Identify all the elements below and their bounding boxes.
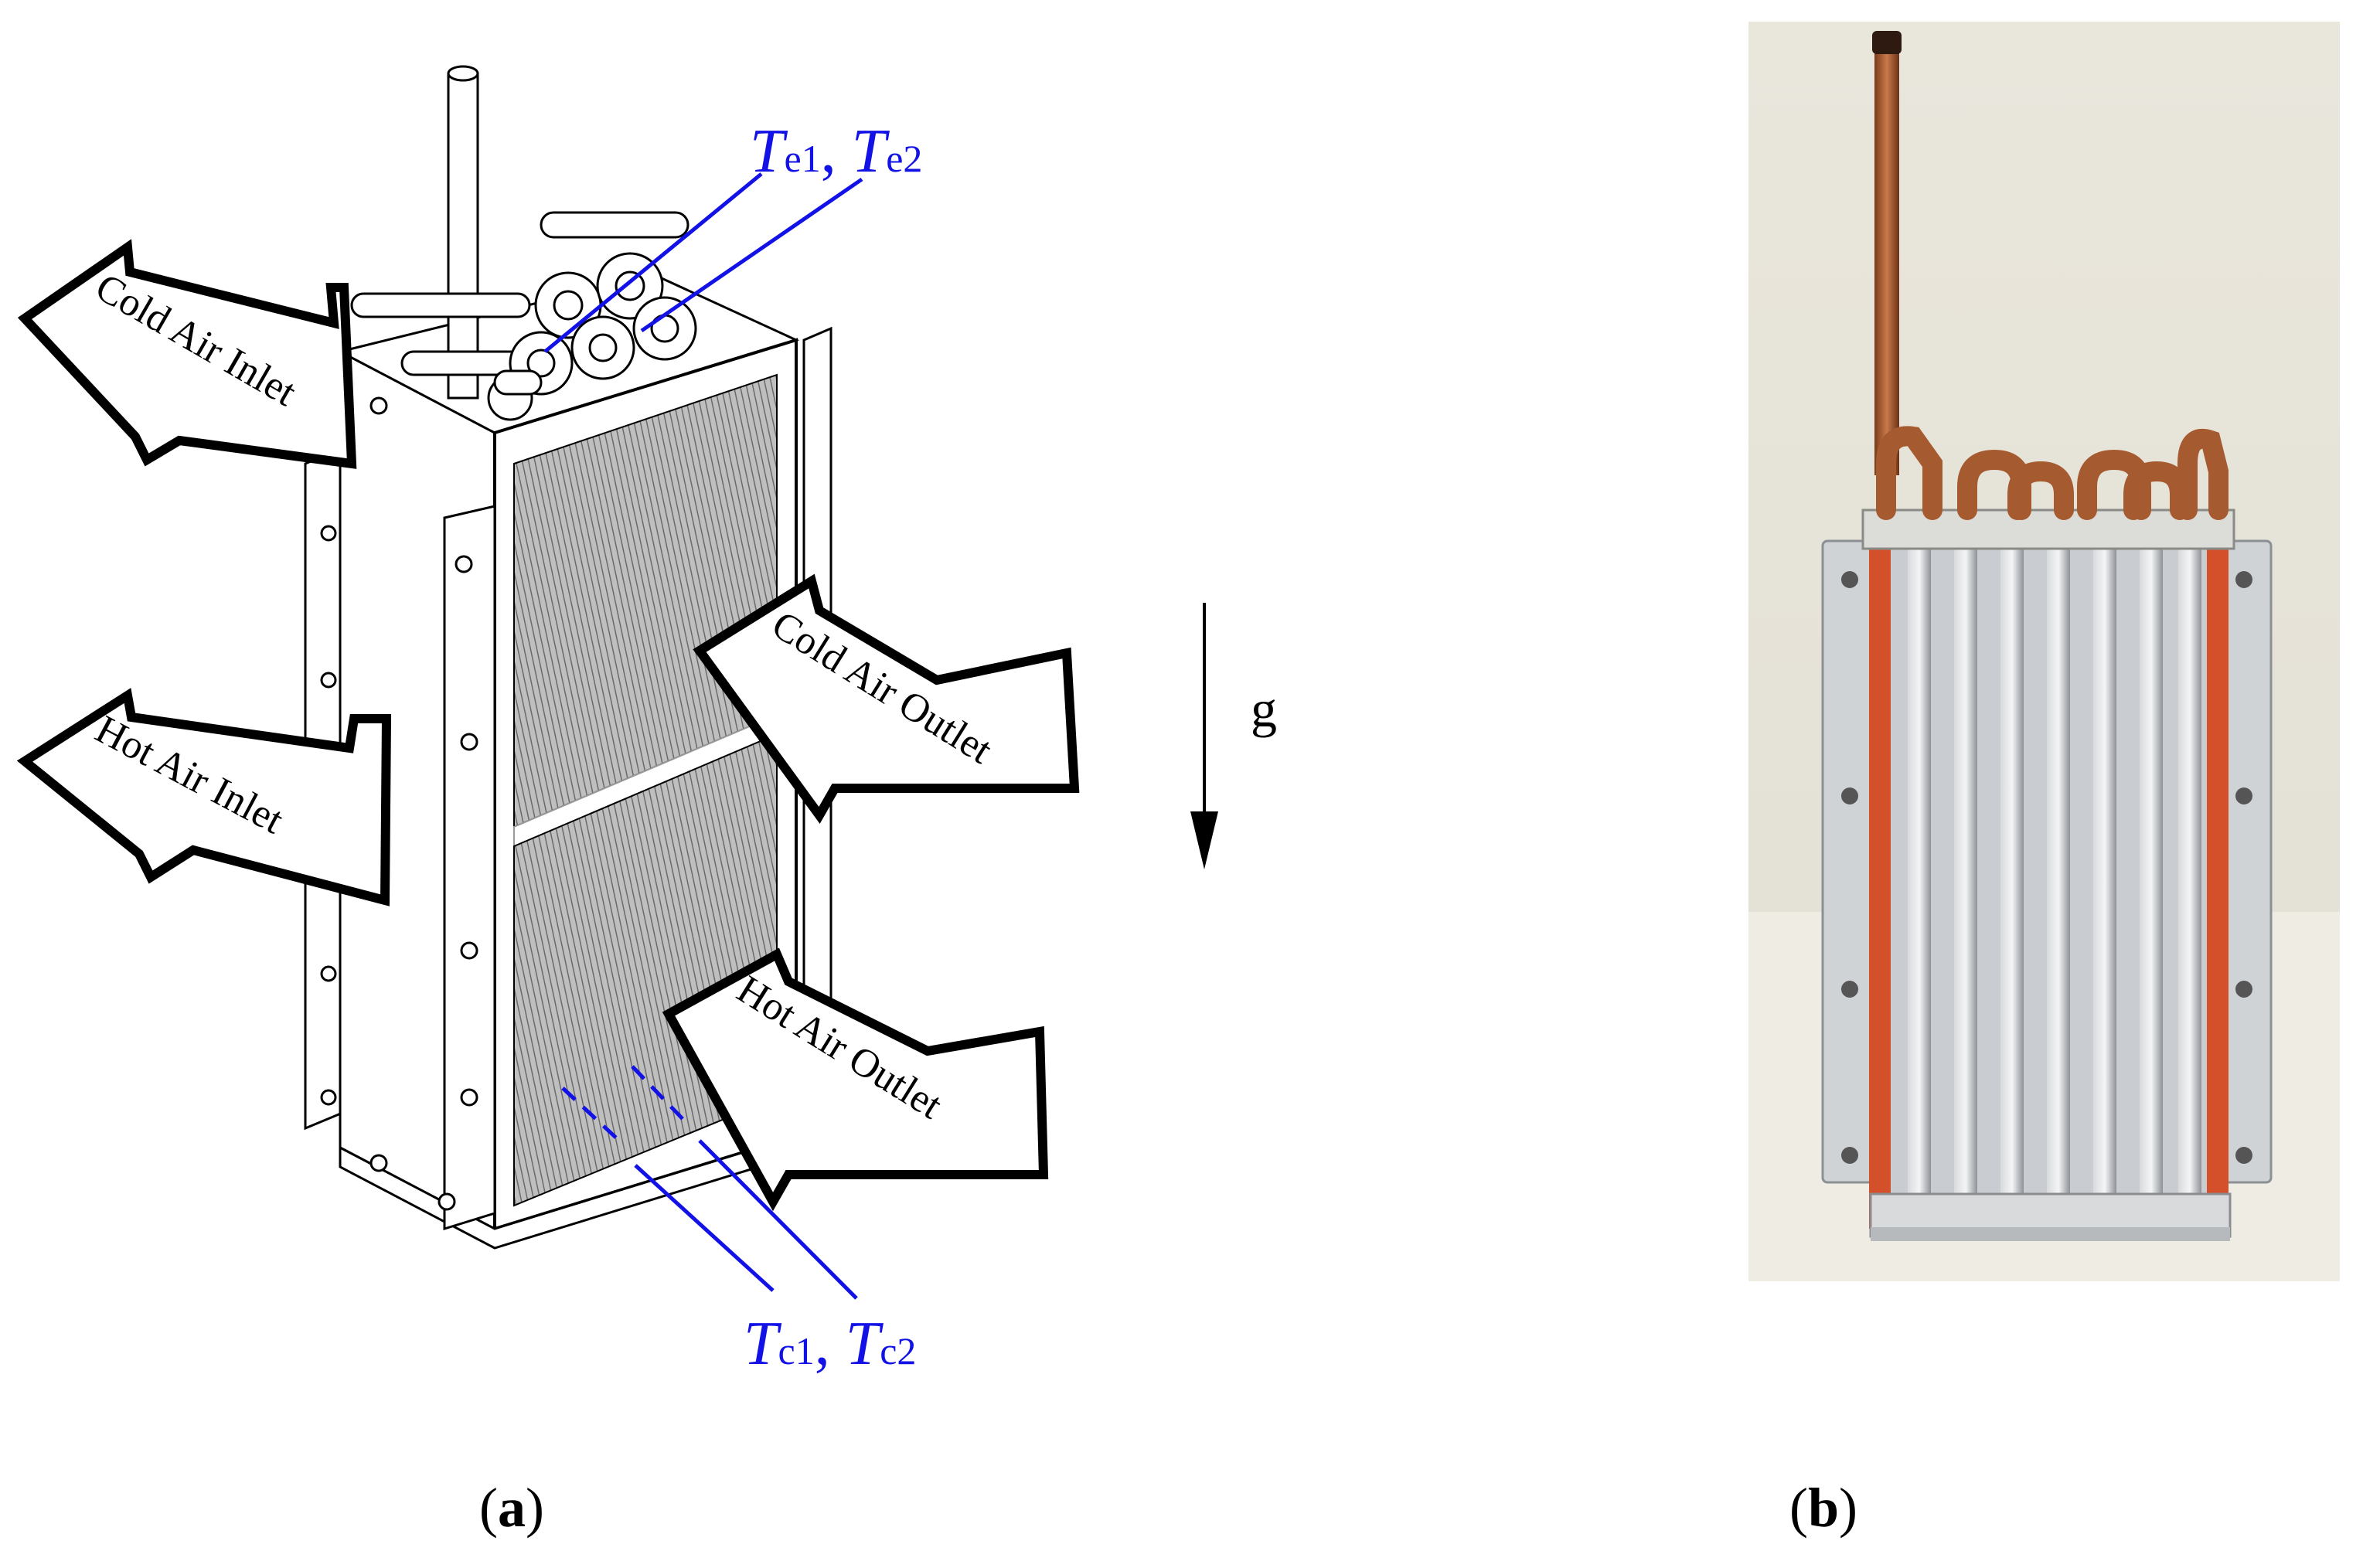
top-header-plate <box>1861 508 2235 550</box>
bottom-plate-edge <box>1871 1227 2230 1241</box>
evaporator-sensor-label: Te1, Te2 <box>750 117 922 185</box>
tc2-symbol: T <box>846 1310 884 1378</box>
riser-cap <box>1872 31 1902 54</box>
condenser-sensor-leaders <box>561 1065 858 1300</box>
gravity-label: g <box>1251 679 1277 738</box>
caption-b-close: ) <box>1839 1477 1857 1539</box>
evaporator-sensor-leaders <box>543 172 863 353</box>
te1-symbol: T <box>750 117 788 185</box>
gravity-arrow <box>1190 603 1218 869</box>
panel-b-photo: (b) <box>1748 22 2340 1539</box>
caption-a-close: ) <box>526 1477 544 1539</box>
tc1-subscript: c1 <box>778 1329 815 1372</box>
panel-a-caption: (a) <box>479 1477 544 1539</box>
te2-symbol: T <box>852 117 890 185</box>
te1-subscript: e1 <box>785 137 821 180</box>
caption-a-letter: a <box>498 1477 526 1539</box>
right-orange-frame <box>2207 541 2229 1229</box>
panel-a-drawing: Cold Air Inlet Hot Air Inlet Cold Air Ou… <box>16 65 1277 1539</box>
caption-b-open: ( <box>1789 1477 1808 1539</box>
copper-return-bends <box>1876 426 2229 520</box>
tc-separator: , <box>815 1310 846 1378</box>
left-orange-frame <box>1869 541 1891 1229</box>
condenser-sensor-label: Tc1, Tc2 <box>744 1310 916 1378</box>
left-flange <box>1821 539 1878 1184</box>
te2-subscript: e2 <box>886 137 922 180</box>
tc1-symbol: T <box>744 1310 782 1378</box>
copper-riser <box>1874 43 1899 475</box>
tc2-subscript: c2 <box>880 1329 916 1372</box>
fin-tubes <box>1908 545 2201 1225</box>
caption-b-letter: b <box>1808 1477 1839 1539</box>
cold-air-inlet-arrow: Cold Air Inlet <box>17 239 357 469</box>
caption-a-open: ( <box>479 1477 498 1539</box>
panel-b-caption: (b) <box>1789 1477 1857 1539</box>
te-separator: , <box>821 117 852 185</box>
top-piping <box>350 65 697 421</box>
